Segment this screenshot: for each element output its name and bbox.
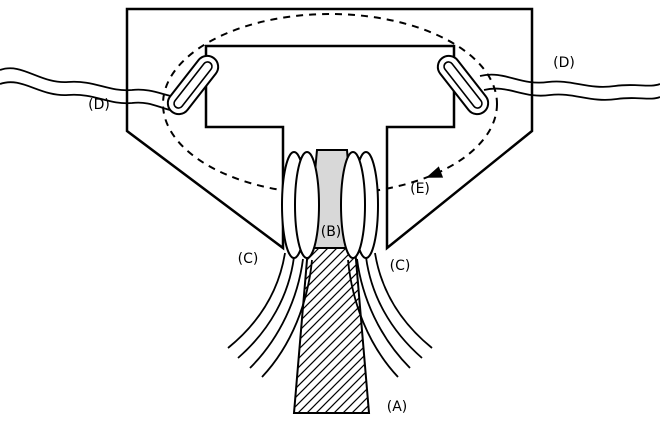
coil-right-turn-2 bbox=[340, 151, 366, 259]
ring-left-inner bbox=[173, 61, 213, 109]
flux-loop bbox=[162, 13, 498, 195]
label-e: (E) bbox=[410, 181, 430, 197]
wire-right bbox=[479, 73, 660, 101]
wire-right-line-top bbox=[479, 73, 660, 88]
coil-right bbox=[340, 151, 379, 259]
lead-right-1 bbox=[374, 252, 433, 349]
ring-right bbox=[436, 54, 490, 116]
lead-right-4 bbox=[347, 259, 399, 378]
labels: (D) (D) (E) (B) (C) (C) (A) bbox=[88, 55, 575, 415]
ring-right-inner bbox=[443, 61, 483, 109]
core-body bbox=[125, 7, 534, 251]
coil-left bbox=[281, 151, 320, 259]
label-d-right: (D) bbox=[553, 55, 575, 71]
lead-left-4 bbox=[261, 259, 313, 378]
label-a: (A) bbox=[387, 399, 408, 415]
leads-left bbox=[227, 252, 313, 378]
lead-left-2 bbox=[237, 256, 295, 359]
wire-left-line-top bbox=[0, 67, 177, 98]
wire-right-line-bottom bbox=[483, 87, 660, 101]
coil-left-turn-2 bbox=[294, 151, 320, 259]
cone-body-hatched bbox=[292, 247, 371, 414]
label-b: (B) bbox=[321, 224, 342, 240]
label-c-right: (C) bbox=[390, 258, 411, 274]
leads-right bbox=[347, 252, 433, 378]
wire-left-line-bottom bbox=[0, 81, 171, 111]
lead-right-2 bbox=[365, 256, 423, 359]
label-d-left: (D) bbox=[88, 97, 110, 113]
wire-left bbox=[0, 67, 177, 111]
lead-left-1 bbox=[227, 252, 286, 349]
ring-left bbox=[166, 54, 220, 116]
label-c-left: (C) bbox=[238, 251, 259, 267]
lead-left-3 bbox=[249, 258, 304, 369]
lead-right-3 bbox=[356, 258, 411, 369]
flux-loop-path bbox=[162, 13, 498, 195]
flux-direction-arrow-icon bbox=[426, 166, 444, 178]
